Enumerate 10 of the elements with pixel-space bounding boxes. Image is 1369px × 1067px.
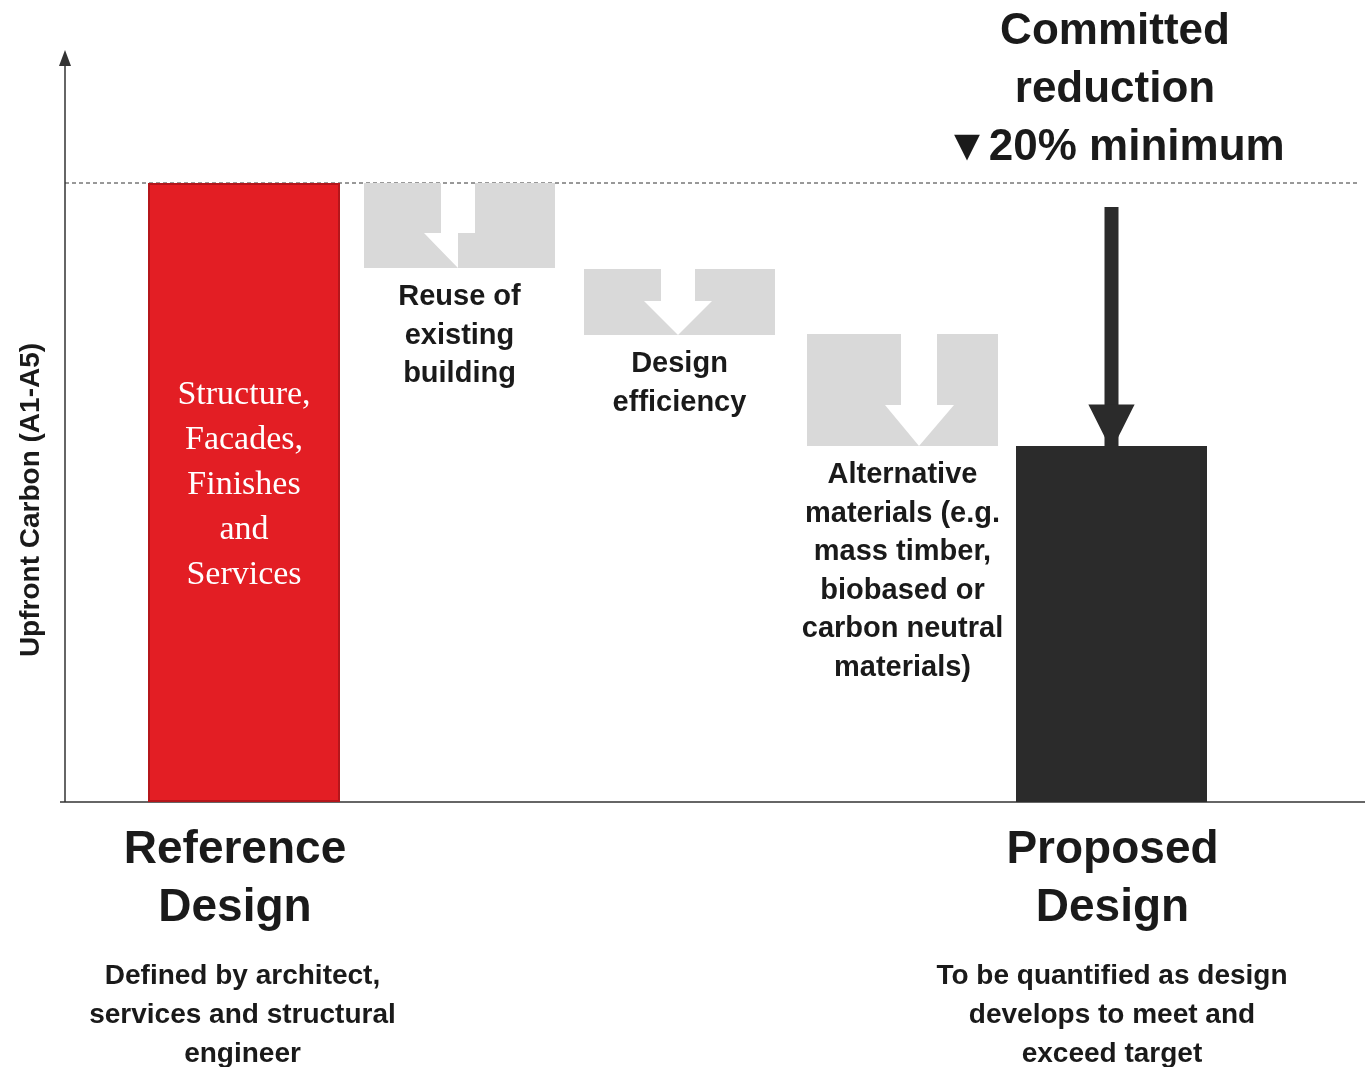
step-label: Design efficiency	[611, 345, 748, 419]
design-title: Reference Design	[122, 820, 348, 933]
target-heading: Committed reduction ▼20% minimum	[945, 3, 1285, 171]
design-title: Proposed Design	[1005, 820, 1220, 933]
step-label: Reuse of existing building	[397, 278, 522, 390]
reference-bar	[148, 183, 340, 802]
proposed-bar	[1016, 446, 1207, 802]
step-label: Alternative materials (e.g. mass timber, biobased or carbon neutral materials)	[800, 456, 1005, 684]
axis-title: Upfront Carbon (A1-A5)	[14, 342, 46, 658]
bar-label: Structure, Facades, Finishes and Services	[176, 373, 312, 593]
